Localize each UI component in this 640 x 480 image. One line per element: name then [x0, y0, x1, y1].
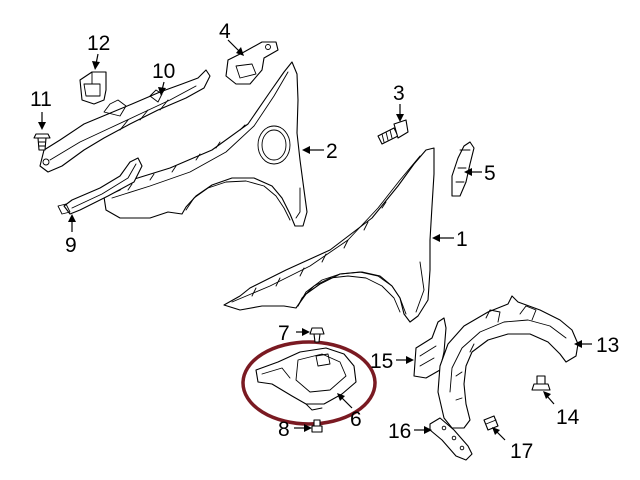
part-screw-17: [483, 415, 499, 431]
callout-12: 12: [87, 32, 110, 55]
callout-9: 9: [65, 234, 77, 257]
part-push-clip: [33, 133, 51, 151]
callout-11: 11: [30, 88, 52, 111]
callout-10: 10: [152, 60, 175, 83]
leader-lines: [38, 39, 592, 441]
part-mount-bracket-6: [255, 347, 357, 411]
callout-2: 2: [326, 140, 338, 163]
callout-13: 13: [596, 334, 619, 357]
callout-4: 4: [219, 20, 231, 43]
callout-14: 14: [556, 406, 580, 429]
leader-4: [227, 39, 241, 53]
callout-16: 16: [388, 420, 411, 443]
part-bracket-4: [225, 41, 279, 85]
part-stud-8: [311, 419, 323, 433]
callout-1: 1: [456, 228, 468, 251]
leader-14: [546, 395, 555, 405]
part-fender-front: [223, 147, 435, 323]
part-clip-14: [531, 375, 551, 391]
part-bolt-3: [377, 119, 409, 145]
callout-5: 5: [484, 162, 496, 185]
callout-3: 3: [393, 82, 405, 105]
part-wheel-liner-13: [437, 295, 579, 429]
part-lower-bracket: [57, 157, 143, 215]
part-fender-upper: [103, 61, 308, 227]
callout-labels: 1 2 3 4 5 6 7 8 9 10 11 12 13 14 15 16 1…: [30, 20, 619, 463]
highlight-ellipse: [241, 340, 377, 426]
callout-8: 8: [278, 418, 290, 441]
part-upper-rail: [39, 69, 211, 173]
callout-6: 6: [350, 408, 362, 431]
part-screw-7: [309, 327, 325, 343]
leader-6: [341, 397, 353, 409]
callout-17: 17: [510, 440, 533, 463]
callout-15: 15: [370, 350, 393, 373]
leader-17: [496, 431, 506, 441]
part-strip-16: [429, 417, 473, 461]
part-side-bracket-5: [451, 141, 475, 197]
part-clip-bracket: [79, 71, 107, 105]
callout-7: 7: [278, 322, 290, 345]
part-shield-15: [413, 317, 447, 379]
